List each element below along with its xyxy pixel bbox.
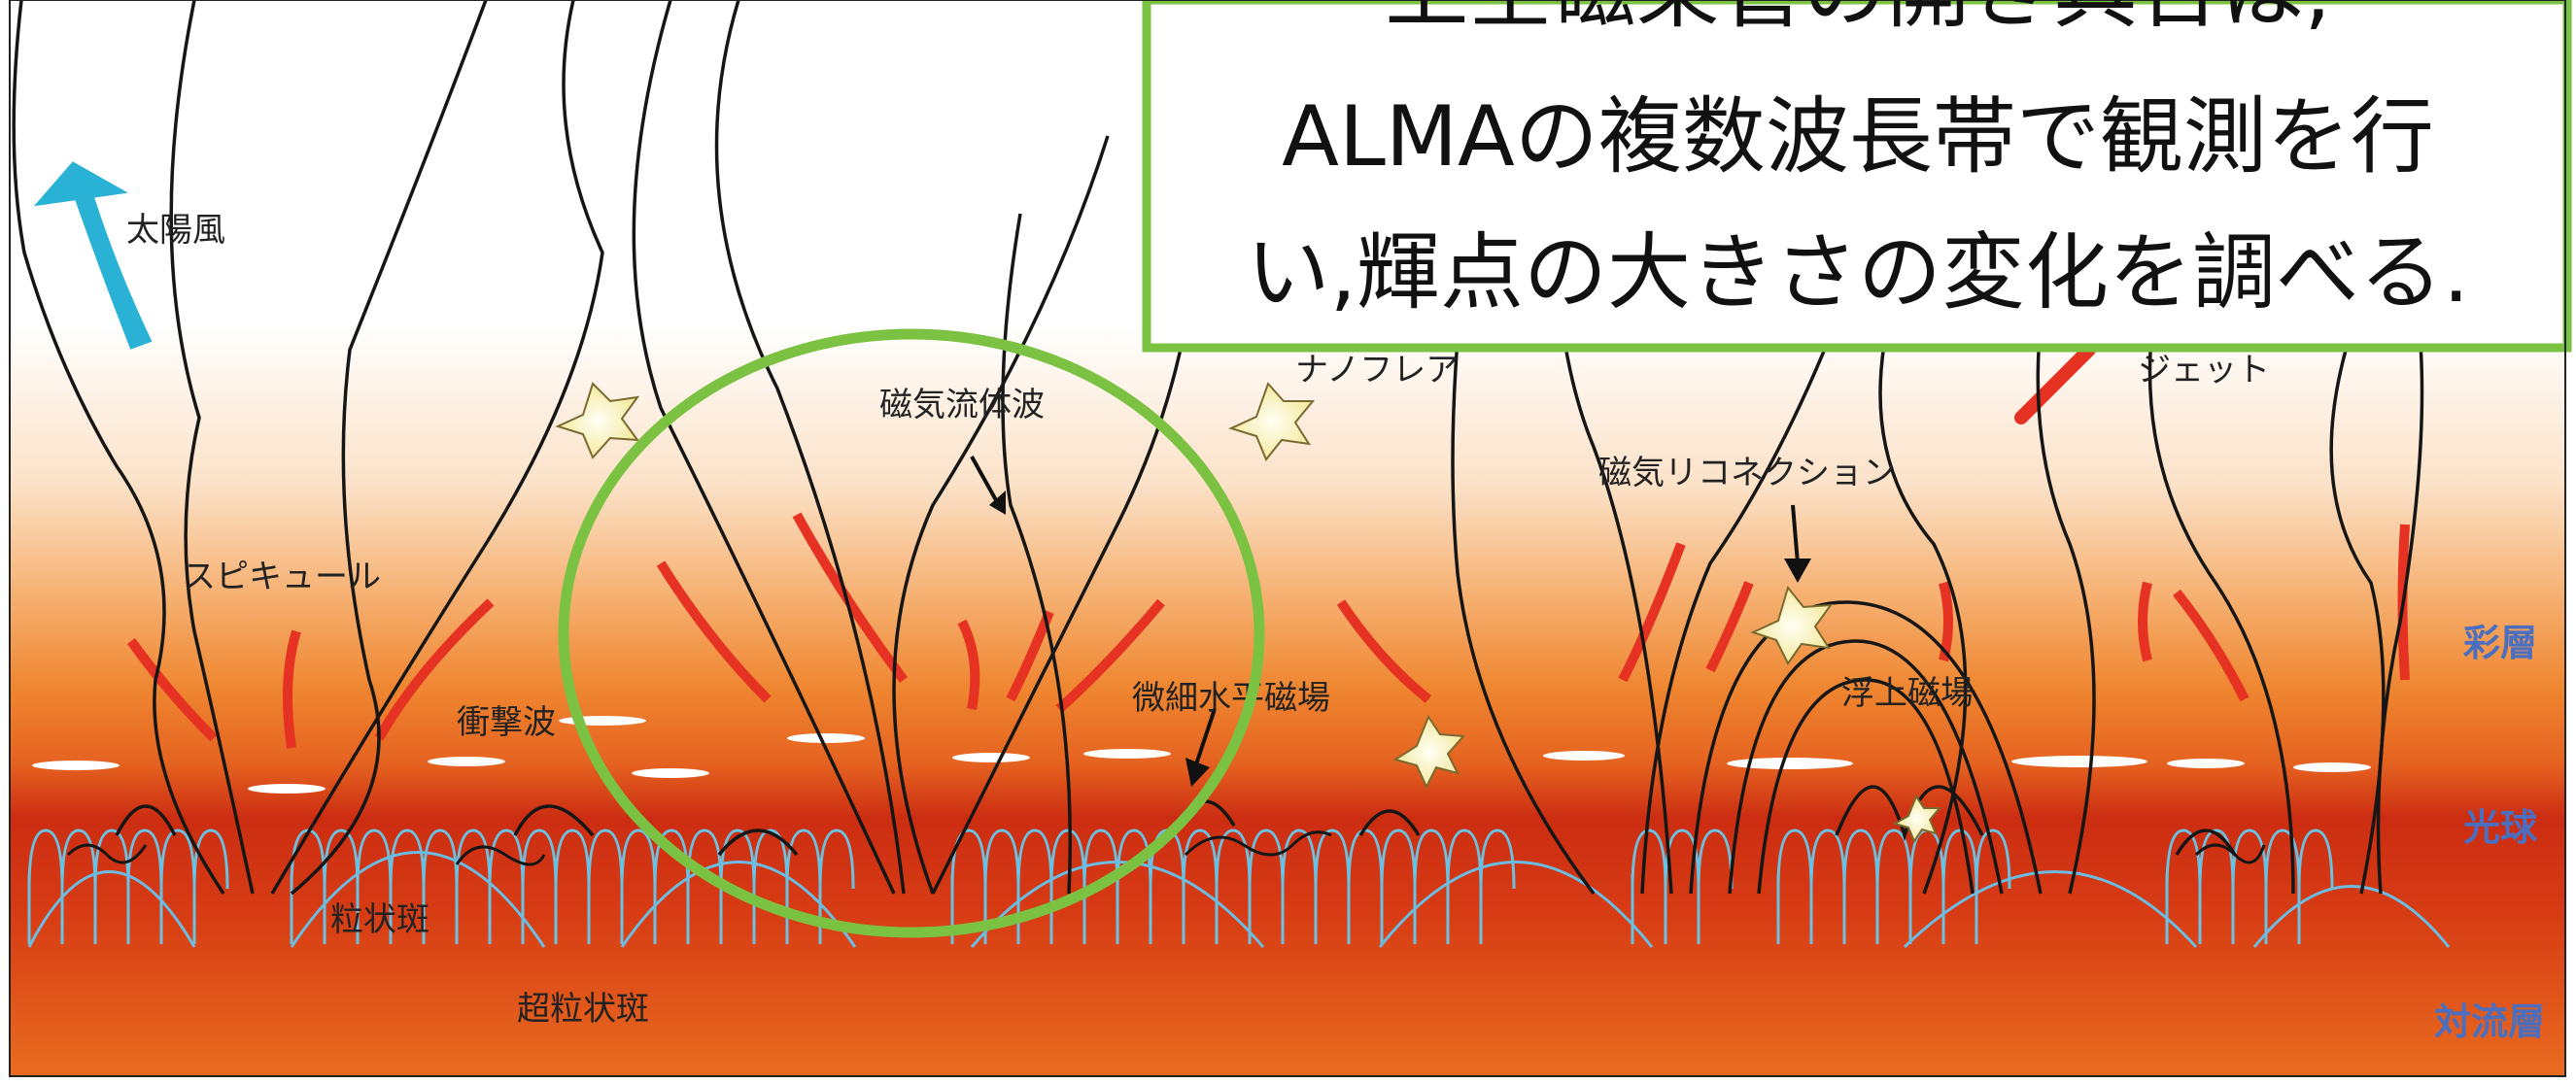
granule-cell-row [950,829,1516,890]
label-emerging-flux: 浮上磁場 [1841,674,1974,713]
shock-streaks [32,716,2371,794]
label-mhd-wave: 磁気流体波 [879,386,1045,424]
supergranule-flows [27,851,2451,949]
horizontal-field-squiggles [66,830,2266,866]
granule-cell-row [1631,829,1734,890]
caption-line-1: 上空磁束管の開き具合は, [1154,0,2561,33]
highlight-circle [558,328,1265,938]
label-solar-wind: 太陽風 [126,211,225,250]
label-supergranule: 超粒状斑 [517,990,649,1029]
granule-cell-row [27,829,229,890]
diagram-frame [9,0,2566,1077]
label-photosphere: 光球 [2463,806,2538,849]
granulation-loops [27,829,2334,944]
label-granule: 粒状斑 [330,900,429,939]
magnetic-field-lines [12,0,2424,896]
nanoflare-bursts [555,382,1942,844]
label-jet: ジェット [2138,351,2270,389]
label-convection-zone: 対流層 [2434,1000,2545,1043]
caption-line-3: い,輝点の大きさの変化を調べる. [1246,224,2470,322]
pointer-arrows [970,456,1811,787]
caption-line-2: ALMAの複数波長帯で観測を行 [1282,88,2434,186]
label-spicule: スピキュール [183,558,381,596]
label-nanoflare: ナノフレア [1295,351,1459,389]
spicules [126,343,2410,749]
label-chromosphere: 彩層 [2463,622,2537,664]
granule-cell-row [2165,829,2334,890]
label-small-horizontal-field: 微細水平磁場 [1132,679,1330,718]
label-shock-wave: 衝撃波 [457,703,556,742]
caption-box [1142,0,2572,353]
label-reconnection: 磁気リコネクション [1598,454,1896,492]
solar-wind-arrow-icon [33,161,153,350]
